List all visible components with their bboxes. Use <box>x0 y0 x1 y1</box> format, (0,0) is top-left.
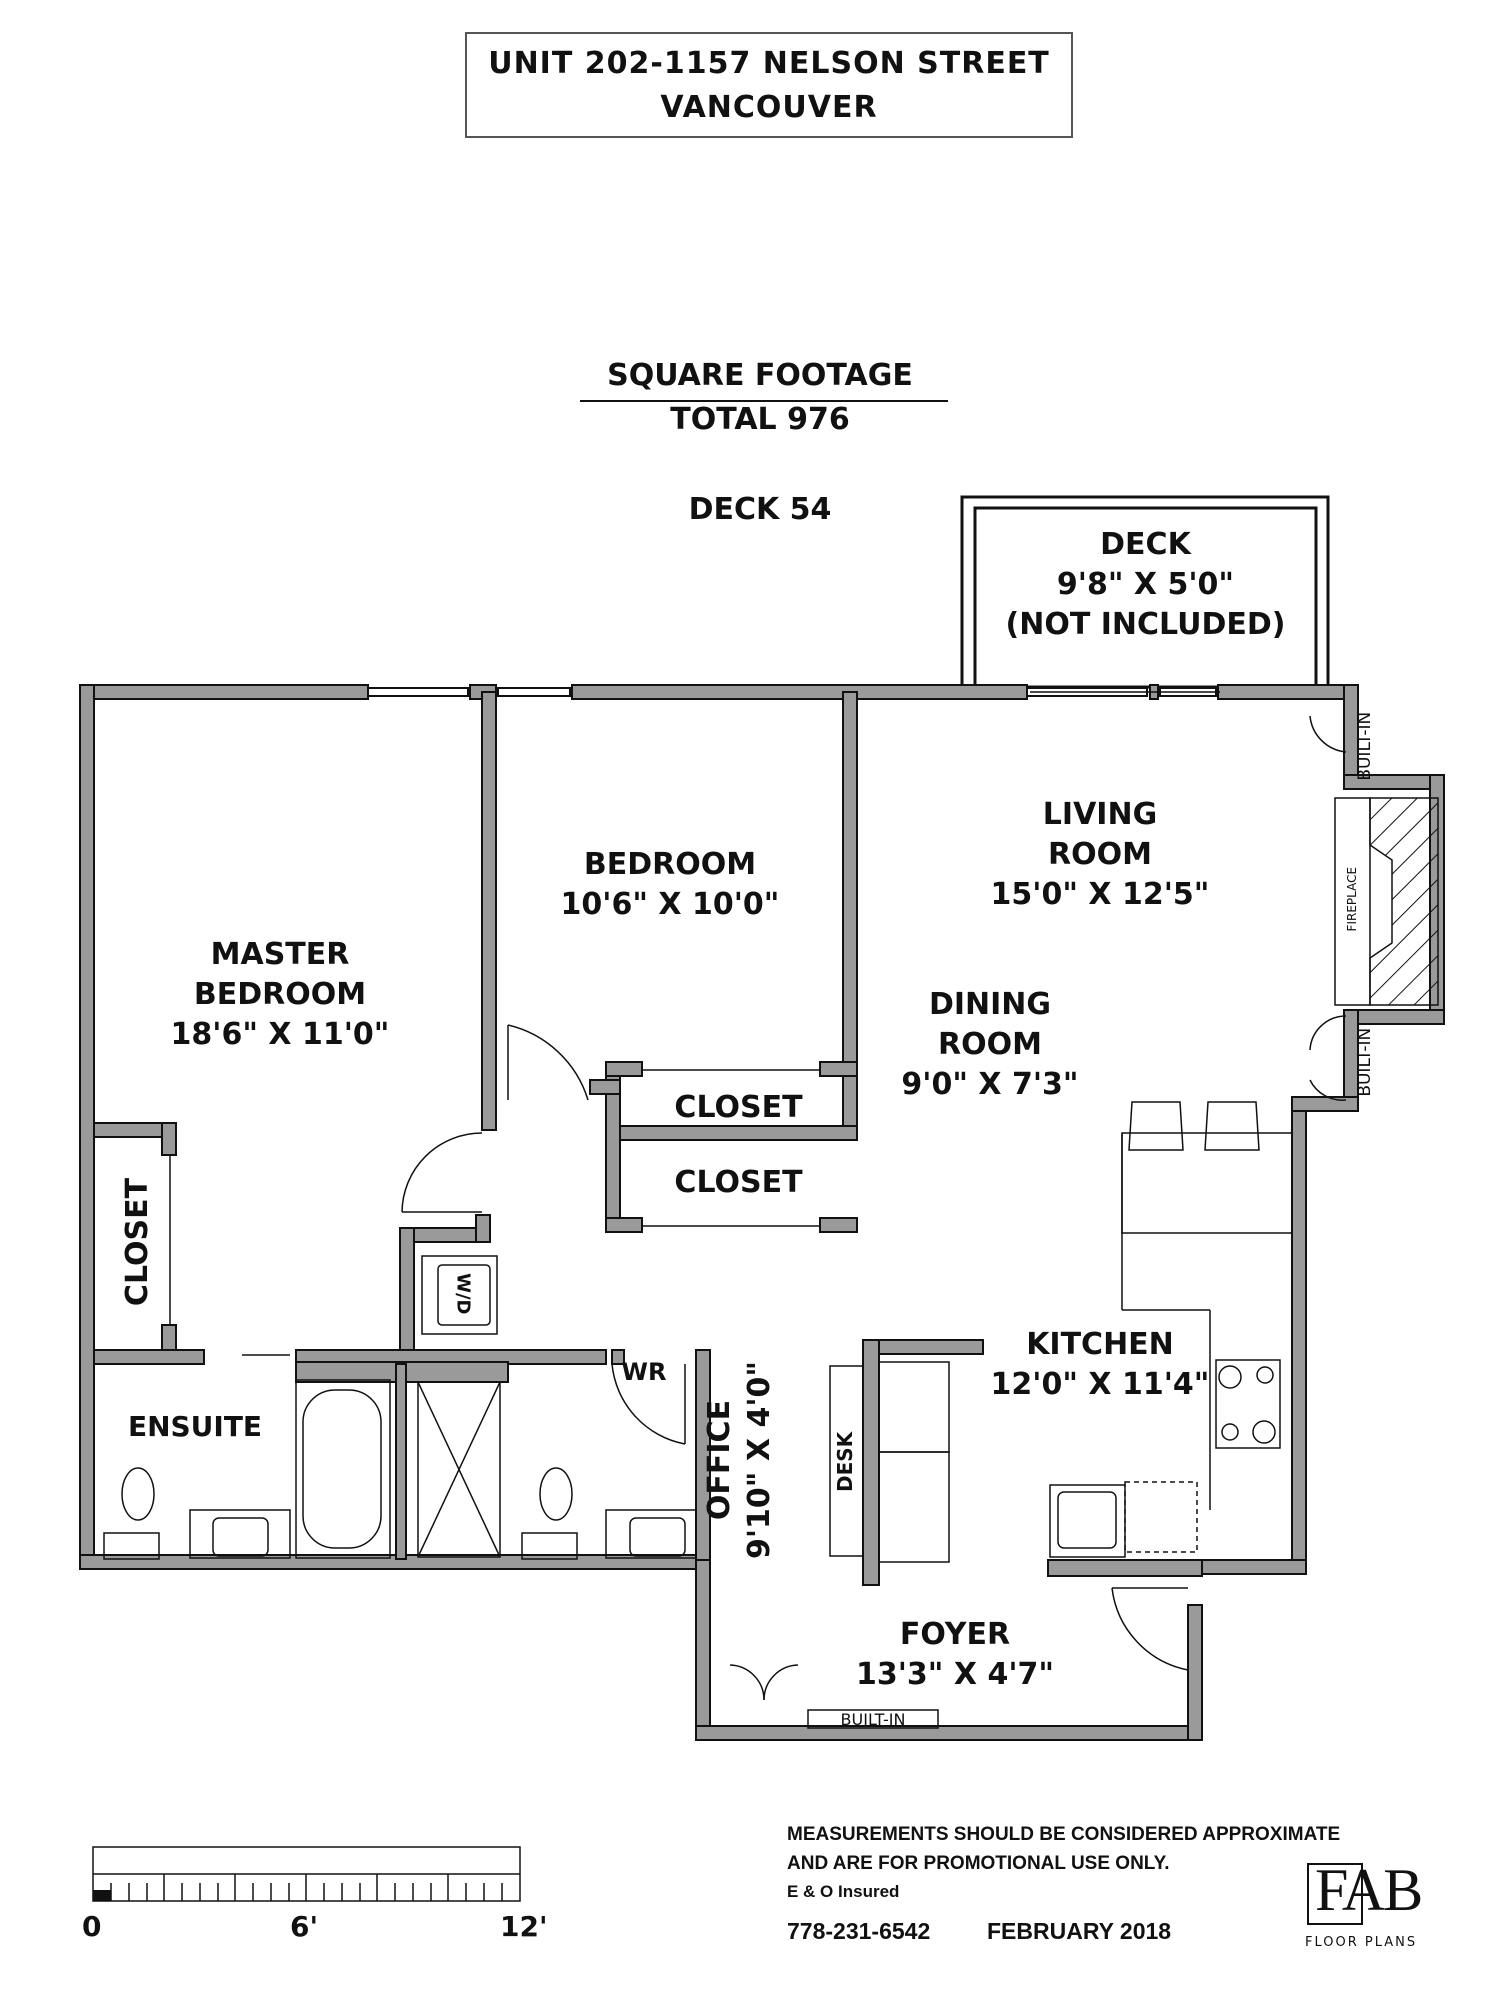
deck-name: DECK <box>1100 527 1191 562</box>
address-line-1: UNIT 202-1157 NELSON STREET <box>488 46 1050 81</box>
closet-a-label: CLOSET <box>674 1090 803 1125</box>
office-dims: 9'10" X 4'0" <box>742 1360 777 1560</box>
dining-room-name-2: ROOM <box>938 1027 1042 1062</box>
square-footage-title: SQUARE FOOTAGE <box>607 358 913 393</box>
deck-square-footage: DECK 54 <box>688 492 832 527</box>
master-bedroom-name-2: BEDROOM <box>193 977 367 1012</box>
logo-frame <box>1307 1863 1363 1925</box>
master-bedroom-name-1: MASTER <box>210 937 350 972</box>
master-bedroom-dims: 18'6" X 11'0" <box>170 1017 390 1052</box>
foyer-label: FOYER 13'3" X 4'7" <box>840 1615 1070 1695</box>
scale-label-12: 12' <box>500 1910 548 1943</box>
square-footage-underline <box>580 400 948 402</box>
scale-label-0: 0 <box>82 1910 102 1943</box>
builtin-foyer-label: BUILT-IN <box>840 1710 906 1729</box>
fireplace-label: FIREPLACE <box>1344 866 1359 932</box>
office-label: OFFICE 9'10" X 4'0" <box>700 1360 780 1560</box>
deck-dims: 9'8" X 5'0" <box>1056 567 1235 602</box>
washroom-label: WR <box>621 1358 667 1386</box>
foyer-dims: 13'3" X 4'7" <box>855 1657 1055 1692</box>
master-closet-label: CLOSET <box>120 1177 155 1307</box>
builtin-bottom-label: BUILT-IN <box>1354 1027 1375 1097</box>
foyer-name: FOYER <box>899 1617 1011 1652</box>
washer-dryer-label: W/D <box>452 1273 474 1315</box>
bedroom-name: BEDROOM <box>583 847 757 882</box>
dining-room-label: DINING ROOM 9'0" X 7'3" <box>870 985 1110 1105</box>
builtin-top-label: BUILT-IN <box>1354 711 1375 781</box>
closet-b-label: CLOSET <box>674 1165 803 1200</box>
dining-room-name-1: DINING <box>928 987 1052 1022</box>
phone-number: 778-231-6542 <box>787 1918 931 1944</box>
kitchen-dims: 12'0" X 11'4" <box>990 1367 1210 1402</box>
address-title-box: UNIT 202-1157 NELSON STREET VANCOUVER <box>465 32 1073 138</box>
kitchen-label: KITCHEN 12'0" X 11'4" <box>980 1325 1220 1405</box>
plan-date: FEBRUARY 2018 <box>987 1918 1172 1944</box>
living-room-dims: 15'0" X 12'5" <box>990 877 1210 912</box>
address-line-2: VANCOUVER <box>660 90 878 125</box>
logo-subtitle: FLOOR PLANS <box>1305 1935 1418 1950</box>
insured-note: E & O Insured <box>787 1882 900 1901</box>
square-footage-total: TOTAL 976 <box>670 402 850 437</box>
logo-mark: FAB <box>1315 1857 1423 1923</box>
scale-label-6: 6' <box>290 1910 319 1943</box>
deck-note: (NOT INCLUDED) <box>1005 607 1286 642</box>
master-bedroom-label: MASTER BEDROOM 18'6" X 11'0" <box>150 935 410 1055</box>
ensuite-label: ENSUITE <box>127 1410 263 1443</box>
office-name: OFFICE <box>702 1399 737 1521</box>
disclaimer-line-1: MEASUREMENTS SHOULD BE CONSIDERED APPROX… <box>787 1824 1341 1845</box>
living-room-name-2: ROOM <box>1048 837 1152 872</box>
bedroom-dims: 10'6" X 10'0" <box>560 887 780 922</box>
disclaimer-line-2: AND ARE FOR PROMOTIONAL USE ONLY. <box>787 1853 1170 1874</box>
kitchen-name: KITCHEN <box>1026 1327 1174 1362</box>
fab-floor-plans-logo: FAB FLOOR PLANS <box>1295 1855 1440 1965</box>
living-room-label: LIVING ROOM 15'0" X 12'5" <box>950 795 1250 915</box>
deck-label: DECK 9'8" X 5'0" (NOT INCLUDED) <box>975 525 1316 645</box>
bedroom-label: BEDROOM 10'6" X 10'0" <box>520 845 820 925</box>
dining-room-dims: 9'0" X 7'3" <box>901 1067 1079 1102</box>
living-room-name-1: LIVING <box>1042 797 1158 832</box>
desk-label: DESK <box>833 1431 857 1492</box>
